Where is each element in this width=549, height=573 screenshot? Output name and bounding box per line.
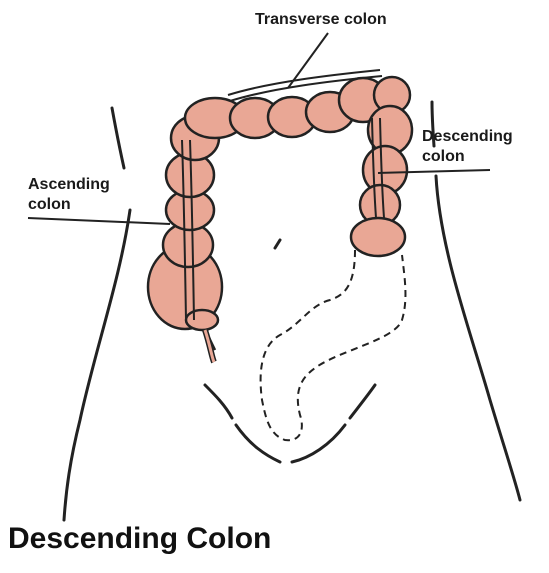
label-descending-colon-line1: Descending (422, 128, 513, 145)
label-ascending-colon-line1: Ascending (28, 176, 110, 193)
label-ascending-colon-line2: colon (28, 196, 71, 213)
pointer-lines (27, 32, 491, 225)
sigmoid-dashed (259, 249, 407, 442)
pelvis-outline (203, 383, 377, 464)
figure-caption: Descending Colon (8, 522, 272, 555)
pointer-ascending (27, 217, 171, 225)
transverse-band (227, 69, 383, 102)
pointer-transverse (287, 32, 329, 89)
label-transverse-colon: Transverse colon (255, 11, 387, 28)
taenia-lines (181, 117, 385, 321)
body-outline (62, 100, 522, 522)
label-descending-colon-line2: colon (422, 148, 465, 165)
pointer-descending (377, 169, 491, 174)
